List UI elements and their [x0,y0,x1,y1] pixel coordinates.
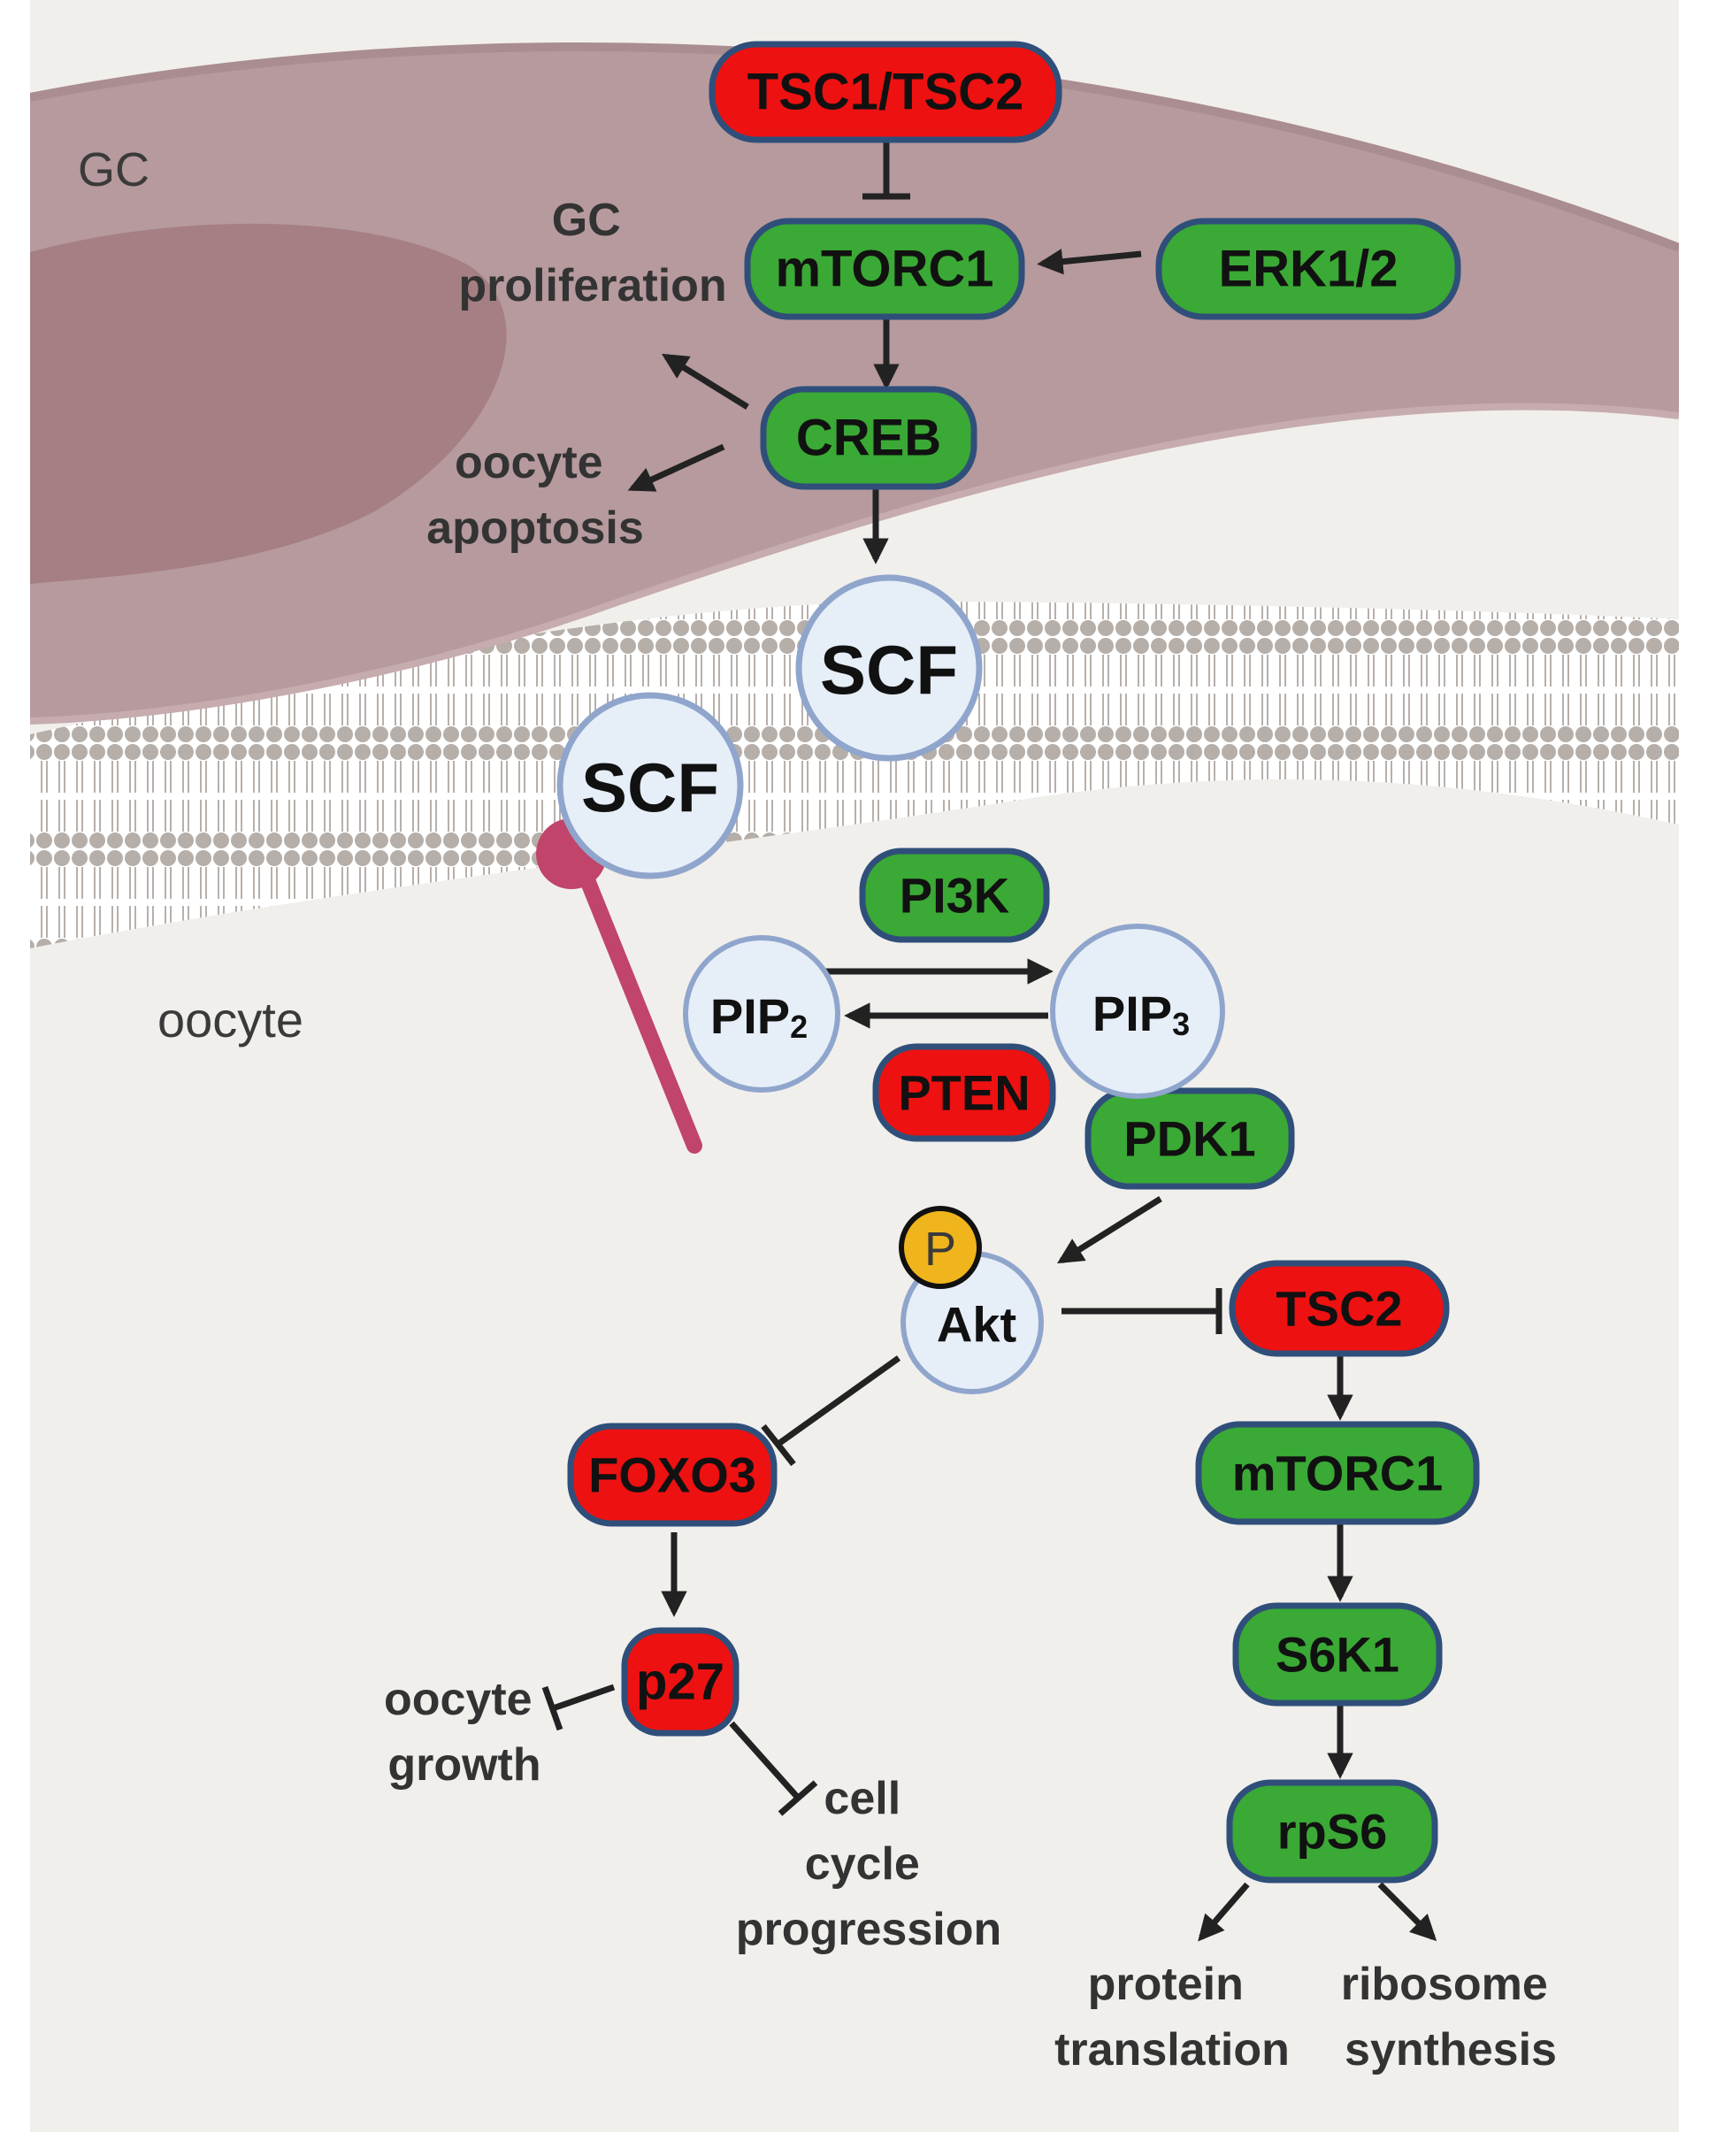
oocyte-region-label: oocyte [157,992,303,1047]
node-pip2-subscript: 2 [790,1009,808,1045]
edge-creb-to-oocyte-apoptosis [627,443,725,492]
node-pip2: PIP2 [683,935,840,1093]
outcome-protein-translation: protein translation [1054,1959,1290,2075]
node-pi3k-label: PI3K [900,868,1010,924]
edge-p27-inhibits-oocyte-growth [551,1684,616,1712]
edge-pdk1-activates-akt [1057,1196,1162,1264]
node-tsc1-tsc2: TSC1/TSC2 [709,41,1062,143]
node-mtorc1-gc-label: mTORC1 [775,241,993,298]
node-p27-label: p27 [636,1653,724,1711]
node-pip2-label: PIP [710,988,790,1044]
outcome-ribosome-synthesis: ribosome synthesis [1341,1959,1561,2075]
node-pdk1: PDK1 [1084,1087,1295,1190]
node-scf-oocyte-label: SCF [581,748,719,826]
outcome-oocyte-growth: oocyte growth [384,1674,545,1791]
node-scf-gc-label: SCF [820,631,958,709]
node-tsc2: TSC2 [1229,1260,1450,1357]
gc-nucleus [30,223,507,585]
node-pten-label: PTEN [898,1065,1030,1121]
edge-p27-inhibits-cell-cycle [729,1721,801,1800]
node-pip3-label: PIP [1092,986,1172,1041]
node-creb: CREB [760,386,977,490]
edge-erk-activates-mtorc1 [1037,249,1142,275]
node-akt-label: Akt [937,1297,1016,1353]
edge-p27-inhibits-oocyte-growth-bar [541,1685,563,1731]
edge-p27-inhibits-cell-cycle-bar [778,1780,818,1816]
node-erk: ERK1/2 [1155,218,1461,320]
edge-rps6-to-protein-translation [1198,1882,1250,1942]
node-pi3k: PI3K [859,848,1050,943]
node-pdk1-label: PDK1 [1123,1111,1255,1167]
node-pip3: PIP3 [1050,924,1225,1099]
node-pten: PTEN [872,1043,1056,1142]
node-foxo3: FOXO3 [567,1423,778,1527]
plasma-membrane [30,602,1679,948]
edge-rps6-to-ribosome-synthesis [1377,1882,1437,1942]
node-s6k1-label: S6K1 [1276,1627,1399,1683]
node-scf-gc: SCF [795,574,983,762]
node-erk-label: ERK1/2 [1218,241,1398,298]
edge-creb-to-gc-proliferation [662,353,749,410]
node-tsc1-tsc2-label: TSC1/TSC2 [747,64,1024,121]
edges [541,134,1437,1942]
node-creb-label: CREB [796,410,941,467]
node-s6k1: S6K1 [1232,1602,1443,1707]
svg-text:PIP2: PIP2 [710,988,808,1045]
outcome-gc-proliferation: GC proliferation [458,195,726,311]
node-rps6-label: rpS6 [1277,1804,1388,1860]
edge-akt-inhibits-foxo3-bar [761,1423,796,1467]
node-rps6: rpS6 [1226,1779,1438,1884]
node-mtorc1-oocyte: mTORC1 [1195,1421,1480,1525]
granulosa-cell [30,47,1679,721]
edge-akt-inhibits-foxo3 [776,1355,901,1446]
kit-receptor-stalk [567,841,702,1154]
node-scf-oocyte: SCF [556,692,744,879]
node-mtorc1-oocyte-label: mTORC1 [1232,1446,1444,1501]
node-phospho: P [899,1206,982,1289]
granulosa-cell-edge-lower [30,403,1679,725]
outcome-cell-cycle-progression: cell cycle progression [736,1773,1002,1955]
node-mtorc1-gc: mTORC1 [744,218,1025,320]
node-p27: p27 [621,1627,740,1737]
svg-text:PIP3: PIP3 [1092,986,1190,1042]
node-pip3-subscript: 3 [1172,1006,1190,1042]
node-foxo3-label: FOXO3 [588,1447,756,1503]
outcome-oocyte-apoptosis: oocyte apoptosis [426,437,644,554]
node-tsc2-label: TSC2 [1276,1281,1402,1337]
gc-region-label: GC [78,143,149,196]
node-phospho-label: P [924,1223,956,1276]
